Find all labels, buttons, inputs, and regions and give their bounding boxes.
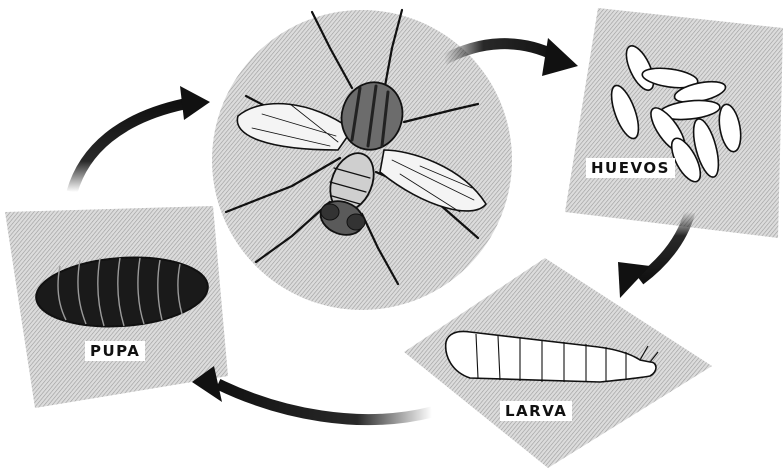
pupa-label: PUPA [85,341,145,361]
larva-label: LARVA [500,401,572,421]
eggs-label: HUEVOS [586,158,675,178]
arrow-larva-to-pupa [192,366,432,420]
arrow-pupa-to-adult [72,86,210,192]
